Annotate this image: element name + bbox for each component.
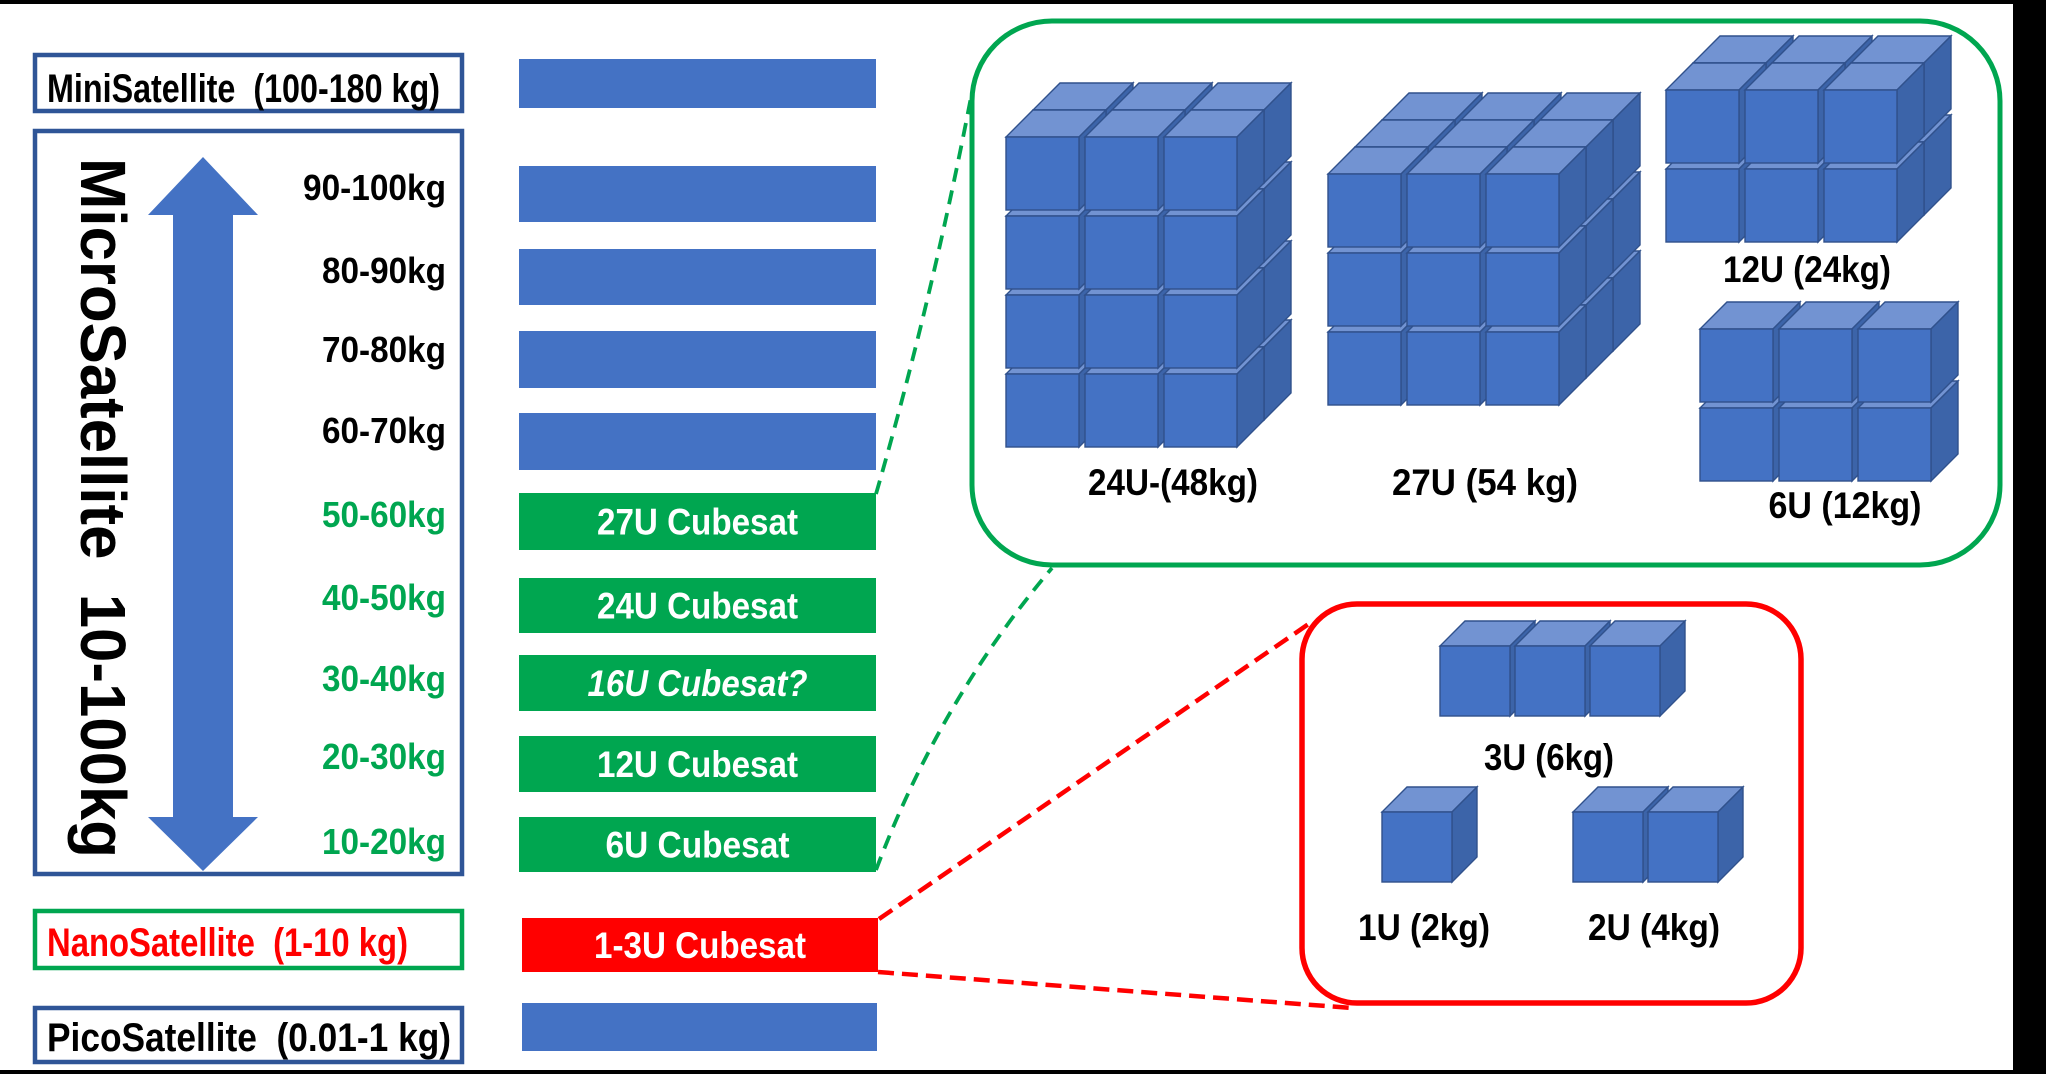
svg-text:2U (4kg): 2U (4kg) xyxy=(1588,907,1720,948)
svg-text:24U-(48kg): 24U-(48kg) xyxy=(1088,462,1258,503)
svg-text:MicroSatellite 10-100kg: MicroSatellite 10-100kg xyxy=(67,158,139,858)
svg-text:16U Cubesat?: 16U Cubesat? xyxy=(588,663,808,704)
svg-text:3U (6kg): 3U (6kg) xyxy=(1484,737,1614,778)
svg-text:12U (24kg): 12U (24kg) xyxy=(1723,249,1891,290)
svg-text:PicoSatellite (0.01-1 kg): PicoSatellite (0.01-1 kg) xyxy=(47,1016,451,1060)
svg-text:60-70kg: 60-70kg xyxy=(322,410,446,451)
svg-text:90-100kg: 90-100kg xyxy=(303,167,446,208)
svg-text:30-40kg: 30-40kg xyxy=(322,658,446,699)
svg-text:1U (2kg): 1U (2kg) xyxy=(1358,907,1490,948)
svg-text:27U (54 kg): 27U (54 kg) xyxy=(1392,462,1578,503)
svg-text:6U (12kg): 6U (12kg) xyxy=(1769,485,1922,526)
svg-text:12U Cubesat: 12U Cubesat xyxy=(597,744,798,785)
svg-text:27U Cubesat: 27U Cubesat xyxy=(597,502,798,543)
svg-text:80-90kg: 80-90kg xyxy=(322,250,446,291)
svg-text:40-50kg: 40-50kg xyxy=(322,577,446,618)
svg-text:70-80kg: 70-80kg xyxy=(322,329,446,370)
svg-text:1-3U Cubesat: 1-3U Cubesat xyxy=(594,925,806,966)
svg-text:20-30kg: 20-30kg xyxy=(322,736,446,777)
svg-text:50-60kg: 50-60kg xyxy=(322,494,446,535)
svg-text:NanoSatellite (1-10 kg): NanoSatellite (1-10 kg) xyxy=(47,921,408,965)
svg-text:24U Cubesat: 24U Cubesat xyxy=(597,586,798,627)
svg-text:10-20kg: 10-20kg xyxy=(322,821,446,862)
svg-text:6U Cubesat: 6U Cubesat xyxy=(606,825,790,866)
svg-text:MiniSatellite (100-180 kg): MiniSatellite (100-180 kg) xyxy=(47,67,440,111)
